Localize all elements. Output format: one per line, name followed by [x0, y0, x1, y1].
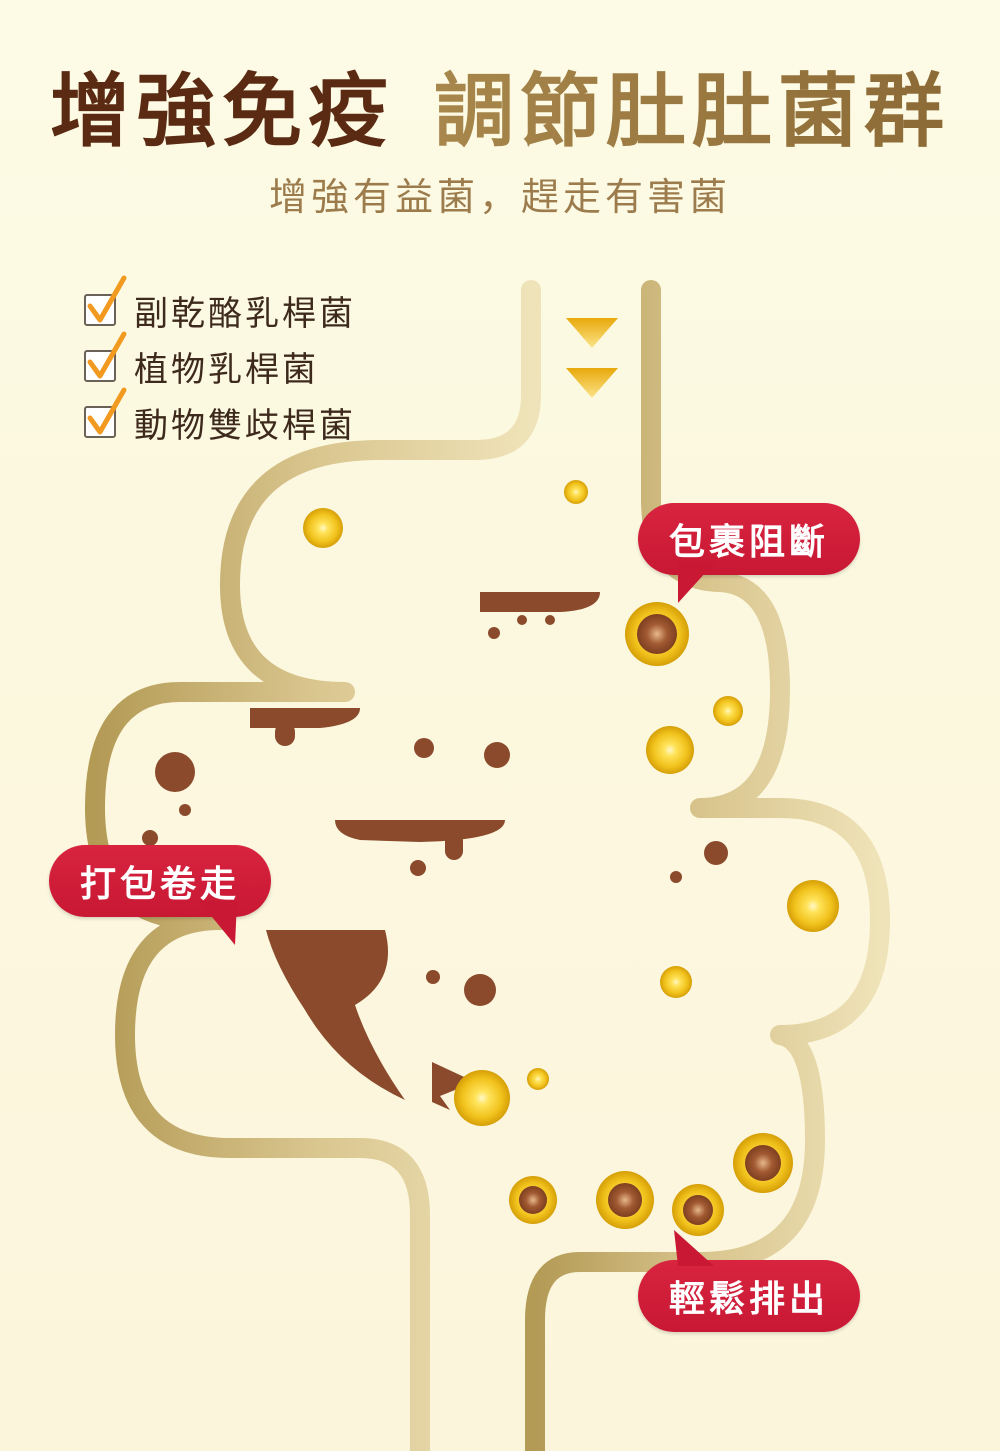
page-title: 增強免疫調節肚肚菌群 [0, 62, 1000, 162]
probiotic-icon [713, 696, 743, 726]
bacteria-icon [142, 830, 158, 846]
waste-blob [335, 820, 505, 842]
probiotic-icon [646, 726, 694, 774]
bacteria-icon [410, 860, 426, 876]
callout-wrap-block: 包裹阻斷 [638, 503, 860, 603]
arrow-down-icon [566, 318, 618, 348]
bacteria-icon [517, 615, 527, 625]
wrapped-bacteria-icon [625, 602, 689, 666]
intestine-tube [85, 280, 890, 1451]
strain-label: 植物乳桿菌 [134, 349, 319, 390]
bacteria-icon [545, 615, 555, 625]
waste-drip [445, 832, 463, 860]
strain-label: 動物雙歧桿菌 [134, 405, 356, 446]
bacteria-icon [488, 627, 500, 639]
bacteria-icon [670, 871, 682, 883]
waste-drip [275, 722, 295, 746]
wrapped-bacteria-icon [672, 1184, 724, 1236]
bacteria-icon [484, 742, 510, 768]
probiotic-strain-list: 副乾酪乳桿菌 植物乳桿菌 動物雙歧桿菌 [84, 275, 356, 450]
bacteria-icon [414, 738, 434, 758]
page-subtitle: 增強有益菌，趕走有害菌 [268, 175, 731, 219]
wrapped-bacteria-icon [509, 1176, 557, 1224]
probiotic-icon [454, 1070, 510, 1126]
waste-blob [266, 930, 405, 1100]
wrapped-bacteria-icon [596, 1171, 654, 1229]
bacteria-group [142, 592, 728, 1110]
waste-blob [432, 1062, 475, 1110]
probiotic-icon [564, 480, 588, 504]
list-item: 動物雙歧桿菌 [84, 387, 356, 450]
callout-pack-away: 打包卷走 [49, 845, 271, 945]
bacteria-icon [155, 752, 195, 792]
probiotic-icon [303, 508, 343, 548]
waste-blob [480, 592, 600, 612]
callout-easy-expel: 輕鬆排出 [638, 1230, 860, 1332]
check-icon [84, 387, 127, 438]
bacteria-icon [704, 841, 728, 865]
probiotic-icon [660, 966, 692, 998]
waste-blob [250, 708, 360, 728]
bacteria-icon [464, 974, 496, 1006]
title-gut-flora: 調節肚肚菌群 [434, 65, 950, 158]
wrapped-bacteria-icon [733, 1133, 793, 1193]
strain-label: 副乾酪乳桿菌 [134, 293, 356, 334]
bacteria-icon [179, 804, 191, 816]
list-item: 植物乳桿菌 [84, 331, 356, 394]
title-immunity: 增強免疫 [50, 65, 394, 158]
check-icon [84, 331, 127, 382]
check-icon [84, 275, 127, 326]
list-item: 副乾酪乳桿菌 [84, 275, 356, 338]
arrow-down-icon [566, 368, 618, 398]
probiotic-group [303, 480, 839, 1236]
probiotic-icon [787, 880, 839, 932]
bacteria-icon [426, 970, 440, 984]
probiotic-icon [527, 1068, 549, 1090]
